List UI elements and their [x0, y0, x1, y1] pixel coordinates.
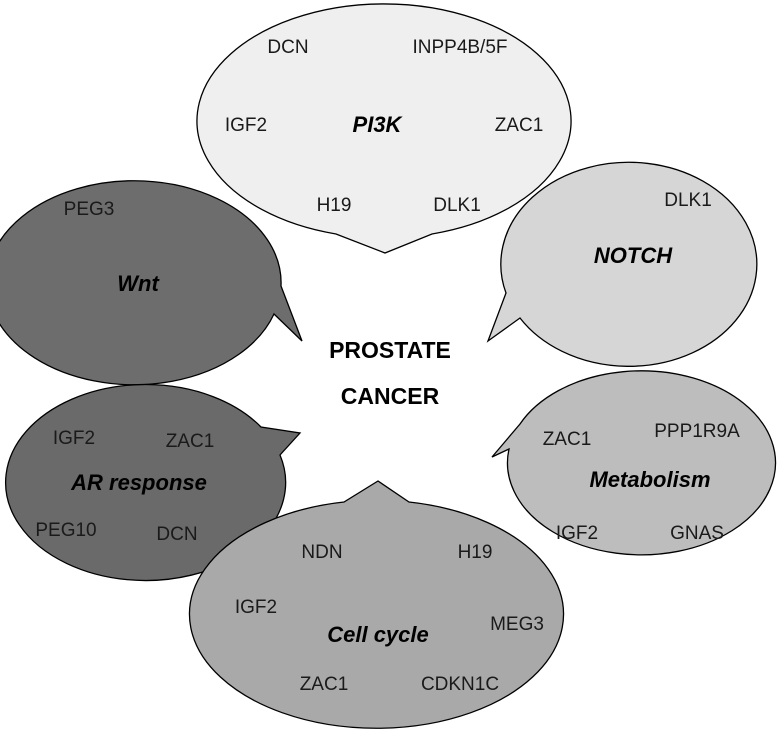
gene-label: ZAC1 — [300, 674, 349, 695]
gene-label: DLK1 — [664, 190, 712, 211]
gene-label: H19 — [458, 542, 493, 563]
bubble-notch: DLK1 NOTCH — [486, 161, 758, 367]
pathway-label-metabolism: Metabolism — [589, 467, 710, 492]
gene-label: DCN — [156, 524, 197, 545]
center-label-line1: PROSTATE — [329, 337, 451, 363]
gene-label: PEG10 — [35, 520, 96, 541]
gene-label: ZAC1 — [495, 115, 544, 136]
pathway-label-cell-cycle: Cell cycle — [327, 622, 429, 647]
bubble-wnt: PEG3 Wnt — [0, 180, 303, 386]
gene-label: H19 — [317, 195, 352, 216]
bubble-cell-cycle-shape — [188, 480, 565, 729]
pathway-label-notch: NOTCH — [594, 243, 673, 268]
bubble-pi3k-shape — [196, 3, 572, 254]
bubble-pi3k: DCN INPP4B/5F IGF2 PI3K ZAC1 H19 DLK1 — [196, 3, 572, 254]
gene-label: CDKN1C — [421, 674, 499, 695]
gene-label: PPP1R9A — [654, 421, 740, 442]
gene-label: NDN — [301, 542, 342, 563]
center-label: PROSTATE CANCER — [329, 337, 451, 409]
gene-label: ZAC1 — [543, 429, 592, 450]
gene-label: IGF2 — [225, 115, 267, 136]
pathway-label-wnt: Wnt — [117, 271, 160, 296]
bubble-ar-response: IGF2 ZAC1 AR response PEG10 DCN — [4, 383, 302, 582]
bubble-wnt-shape — [0, 180, 303, 386]
gene-label: INPP4B/5F — [412, 37, 507, 58]
gene-label: DLK1 — [433, 195, 481, 216]
pathway-label-ar-response: AR response — [70, 470, 207, 495]
gene-label: IGF2 — [53, 428, 95, 449]
gene-label: IGF2 — [556, 523, 598, 544]
bubble-metabolism: ZAC1 PPP1R9A Metabolism IGF2 GNAS — [491, 370, 777, 556]
gene-label: ZAC1 — [166, 431, 215, 452]
gene-label: MEG3 — [490, 614, 544, 635]
bubble-metabolism-shape — [491, 370, 777, 556]
bubble-cell-cycle: NDN H19 IGF2 Cell cycle MEG3 ZAC1 CDKN1C — [188, 480, 565, 729]
center-label-line2: CANCER — [341, 383, 440, 409]
pathway-label-pi3k: PI3K — [353, 112, 404, 137]
gene-label: PEG3 — [64, 199, 115, 220]
gene-label: IGF2 — [235, 597, 277, 618]
bubble-notch-shape — [486, 161, 758, 367]
gene-label: DCN — [267, 37, 308, 58]
gene-label: GNAS — [670, 523, 724, 544]
